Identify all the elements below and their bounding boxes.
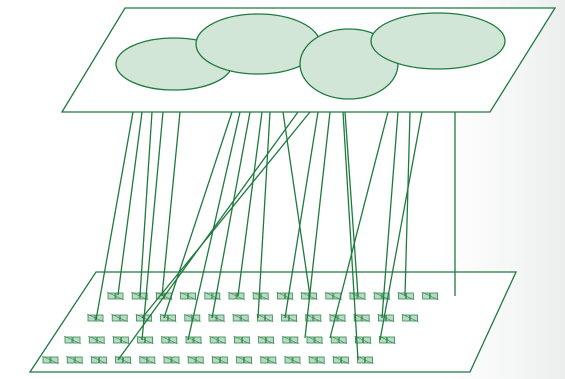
grid-node — [136, 335, 154, 345]
grid-node — [235, 355, 253, 365]
connection-line-segment — [284, 271, 294, 319]
grid-node — [356, 355, 374, 365]
grid-node — [111, 313, 129, 323]
connection-line-segment — [304, 271, 313, 339]
grid-node — [179, 291, 197, 301]
connection-line-segment — [117, 271, 183, 361]
grid-node — [353, 313, 371, 323]
grid-node — [330, 335, 348, 345]
connection-line-segment — [237, 271, 242, 297]
grid-node — [112, 335, 130, 345]
connection-line-segment — [257, 271, 262, 319]
connection-line-segment — [139, 271, 143, 297]
connection-line — [161, 111, 181, 297]
connection-line-segment — [379, 271, 394, 341]
connection-line — [404, 111, 411, 297]
connection-line-segment — [211, 271, 222, 319]
grid-node — [232, 313, 250, 323]
connection-line-segment — [381, 271, 387, 319]
grid-node — [227, 291, 246, 301]
connection-line — [117, 111, 143, 296]
grid-node — [88, 335, 106, 345]
upper-layer-clusters — [115, 12, 506, 100]
grid-node — [106, 291, 125, 301]
grid-node — [63, 335, 82, 345]
grid-node — [187, 355, 205, 365]
grid-node — [233, 335, 251, 345]
connection-line-segment — [141, 271, 149, 341]
connection-line-segment — [141, 271, 181, 319]
grid-node — [332, 355, 350, 365]
grid-node — [308, 355, 326, 365]
connection-line-segment — [404, 271, 407, 297]
grid-node — [281, 335, 299, 345]
grid-node — [114, 355, 132, 365]
grid-node — [421, 291, 439, 301]
grid-node — [138, 355, 156, 365]
connection-line-segment — [117, 271, 122, 296]
lower-layer-nodes — [41, 291, 439, 365]
grid-node — [184, 335, 203, 345]
connection-line — [344, 111, 359, 297]
grid-node — [252, 291, 270, 301]
grid-node — [401, 313, 419, 323]
connection-line — [282, 111, 311, 297]
grid-node — [283, 355, 302, 365]
grid-node — [378, 335, 396, 345]
connection-line-segment — [95, 271, 106, 321]
connection-lines-over-plane — [95, 271, 456, 361]
grid-node — [160, 335, 178, 345]
grid-node — [90, 355, 108, 365]
grid-node — [354, 335, 372, 345]
grid-node — [305, 335, 324, 345]
grid-node — [259, 355, 277, 365]
connection-line-segment — [187, 271, 205, 341]
cluster-ellipse-4 — [370, 12, 506, 70]
grid-node — [162, 355, 181, 365]
connection-line-segment — [329, 271, 348, 339]
grid-node — [328, 313, 347, 323]
connection-line — [139, 111, 153, 297]
connection-line-segment — [355, 271, 359, 297]
grid-node — [41, 355, 60, 365]
connection-line — [237, 111, 263, 297]
grid-node — [257, 335, 275, 345]
grid-node — [211, 355, 229, 365]
connection-line-segment — [305, 271, 311, 297]
grid-node — [209, 335, 227, 345]
grid-node — [66, 355, 84, 365]
grid-node — [256, 313, 274, 323]
connection-line-segment — [352, 271, 359, 361]
